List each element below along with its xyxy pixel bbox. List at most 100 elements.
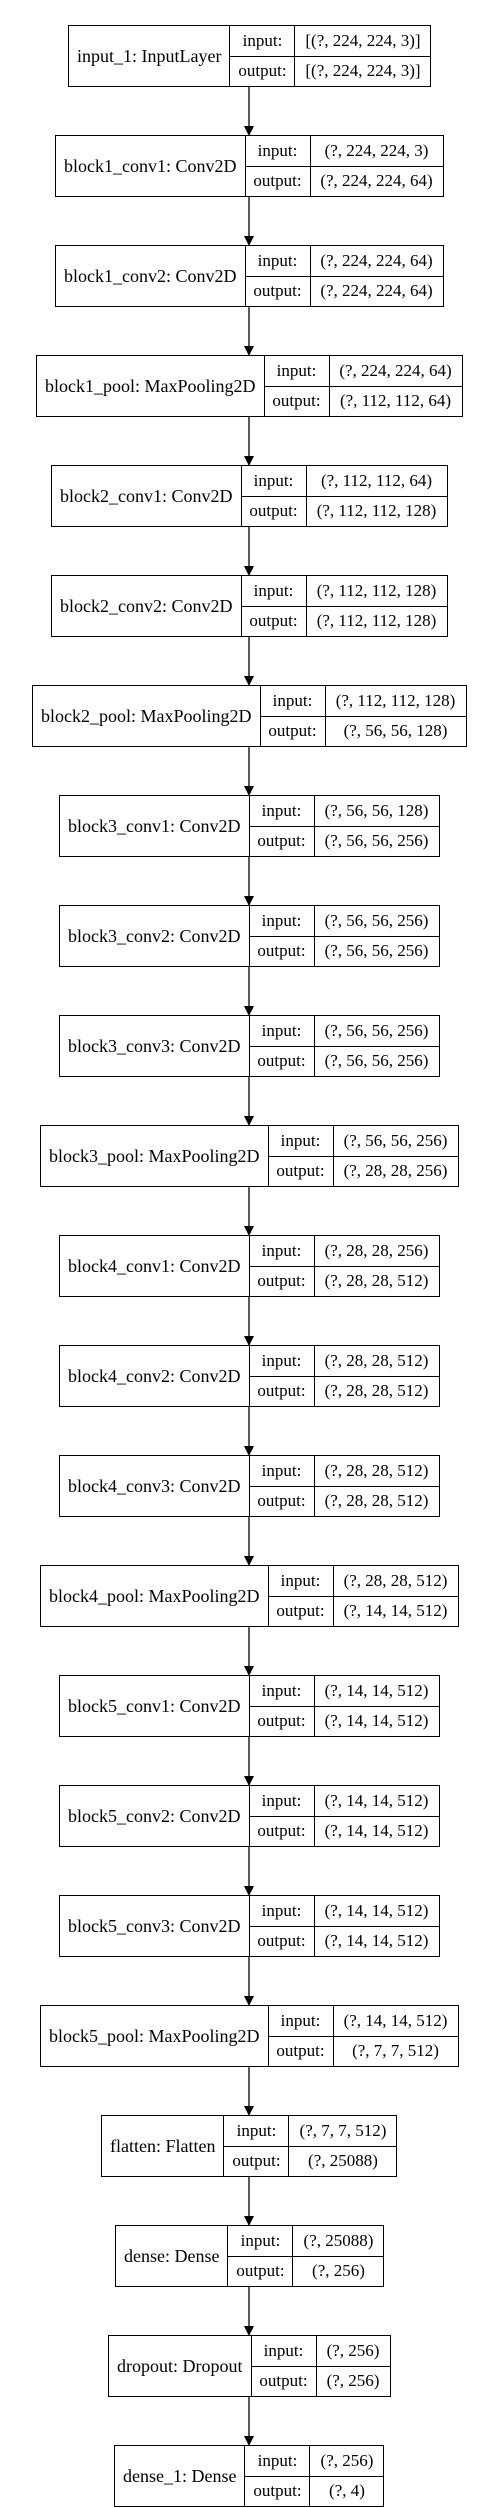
output-label: output: (245, 2476, 311, 2506)
input-shape: (?, 256) (320, 2450, 374, 2470)
output-shape: (?, 4) (329, 2481, 365, 2501)
output-shape: (?, 112, 112, 64) (339, 391, 452, 411)
layer-name: input_1: InputLayer (69, 26, 231, 86)
layer-name: block1_conv2: Conv2D (56, 246, 246, 306)
input-row: input:(?, 28, 28, 512) (249, 1346, 439, 1377)
input-row: input:(?, 28, 28, 512) (268, 1566, 458, 1597)
input-shape: (?, 56, 56, 256) (324, 910, 429, 930)
layer-name: flatten: Flatten (102, 2116, 225, 2176)
layer-ports: input:(?, 14, 14, 512)output: (?, 7, 7, 5… (268, 2006, 458, 2066)
output-shape: (?, 56, 56, 256) (324, 1051, 429, 1071)
input-row: input:(?, 56, 56, 256) (249, 1016, 439, 1047)
output-shape: (?, 256) (312, 2261, 365, 2281)
layer-ports: input:(?, 112, 112, 64)output:(?, 112, 1… (241, 466, 447, 526)
output-shape: (?, 28, 28, 512) (324, 1271, 429, 1291)
output-label: output: (224, 2146, 290, 2176)
input-label: input: (269, 1566, 334, 1596)
layer-ports: input:(?, 56, 56, 256)output:(?, 56, 56,… (249, 1016, 439, 1076)
input-row: input:(?, 7, 7, 512) (224, 2116, 397, 2147)
output-shape: (?, 25088) (308, 2151, 378, 2171)
output-row: output: (?, 256) (252, 2366, 390, 2396)
output-row: output:(?, 112, 112, 64) (265, 386, 462, 416)
input-row: input:(?, 224, 224, 3) (245, 136, 443, 167)
input-row: input:(?, 25088) (228, 2226, 384, 2257)
input-row: input:(?, 14, 14, 512) (249, 1896, 439, 1927)
output-row: output:(?, 14, 14, 512) (250, 1816, 439, 1846)
output-shape: (?, 7, 7, 512) (352, 2041, 439, 2061)
layer-name: block5_pool: MaxPooling2D (41, 2006, 269, 2066)
input-label: input: (224, 2116, 290, 2146)
layer-name: block2_pool: MaxPooling2D (33, 686, 261, 746)
output-label: output: (242, 496, 307, 526)
output-shape: (?, 256) (326, 2371, 380, 2391)
input-row: input:(?, 14, 14, 512) (268, 2006, 458, 2037)
input-label: input: (242, 466, 307, 496)
layer-name: block4_pool: MaxPooling2D (41, 1566, 269, 1626)
input-shape: (?, 28, 28, 512) (324, 1460, 429, 1480)
output-label: output: (250, 1376, 315, 1406)
layer-ports: input:(?, 28, 28, 512)output:(?, 14, 14,… (268, 1566, 458, 1626)
layer-ports: input:(?, 14, 14, 512)output:(?, 14, 14,… (249, 1786, 439, 1846)
output-row: output: (?, 7, 7, 512) (269, 2036, 458, 2066)
input-shape: (?, 224, 224, 64) (339, 360, 452, 380)
input-shape: (?, 25088) (303, 2230, 374, 2250)
output-label: output: (230, 56, 296, 86)
output-shape: (?, 112, 112, 128) (316, 611, 437, 631)
output-row: output:(?, 14, 14, 512) (250, 1926, 439, 1956)
input-row: input:(?, 14, 14, 512) (249, 1676, 439, 1707)
input-row: input:(?, 224, 224, 64) (245, 246, 443, 277)
output-row: output:(?, 28, 28, 256) (269, 1156, 458, 1186)
layer-ports: input:(?, 112, 112, 128)output:(?, 112, … (241, 576, 447, 636)
output-row: output:(?, 28, 28, 512) (250, 1486, 439, 1516)
input-shape: (?, 256) (326, 2340, 380, 2360)
output-row: output: (?, 25088) (224, 2146, 396, 2176)
input-row: input:(?, 256) (245, 2446, 384, 2477)
layer-ports: input:(?, 14, 14, 512)output:(?, 14, 14,… (249, 1896, 439, 1956)
input-shape: [(?, 224, 224, 3)] (305, 30, 421, 50)
input-label: input: (246, 136, 311, 166)
layer-name: block2_conv1: Conv2D (52, 466, 242, 526)
layer-name: block3_pool: MaxPooling2D (41, 1126, 269, 1186)
layer-name: block3_conv1: Conv2D (60, 796, 250, 856)
output-label: output: (252, 2366, 317, 2396)
layer-ports: input:(?, 224, 224, 64)output:(?, 224, 2… (245, 246, 443, 306)
output-label: output: (250, 826, 315, 856)
output-row: output:[(?, 224, 224, 3)] (230, 56, 430, 86)
output-shape: (?, 28, 28, 512) (324, 1491, 429, 1511)
output-shape: (?, 14, 14, 512) (324, 1711, 429, 1731)
input-shape: (?, 112, 112, 128) (316, 580, 437, 600)
input-shape: (?, 112, 112, 64) (320, 470, 433, 490)
output-shape: (?, 28, 28, 512) (324, 1381, 429, 1401)
output-label: output: (246, 276, 311, 306)
input-row: input:(?, 256) (251, 2336, 390, 2367)
output-label: output: (250, 936, 315, 966)
output-label: output: (250, 1816, 315, 1846)
layer-ports: input:(?, 224, 224, 3)output:(?, 224, 22… (245, 136, 443, 196)
layer-name: block3_conv2: Conv2D (60, 906, 250, 966)
input-label: input: (269, 1126, 334, 1156)
layer-name: block1_pool: MaxPooling2D (37, 356, 265, 416)
output-shape: (?, 56, 56, 256) (324, 941, 429, 961)
output-shape: (?, 224, 224, 64) (320, 171, 433, 191)
output-label: output: (269, 2036, 334, 2066)
input-row: input:(?, 14, 14, 512) (249, 1786, 439, 1817)
layer-ports: input:(?, 56, 56, 256)output:(?, 56, 56,… (249, 906, 439, 966)
input-shape: (?, 28, 28, 256) (324, 1240, 429, 1260)
input-label: input: (250, 796, 315, 826)
input-shape: (?, 14, 14, 512) (324, 1790, 429, 1810)
input-row: input:(?, 224, 224, 64) (264, 356, 462, 387)
layer-name: block5_conv2: Conv2D (60, 1786, 250, 1846)
output-row: output:(?, 56, 56, 256) (250, 1046, 439, 1076)
